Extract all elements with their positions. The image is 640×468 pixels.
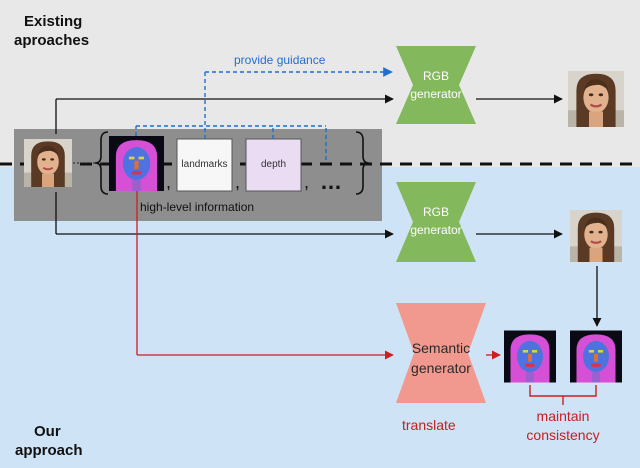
converted-semantic-map [570, 330, 622, 383]
maintain-label: maintain [536, 408, 590, 424]
ours-title-line2: approach [15, 442, 83, 459]
rgb-mid-label-line1: RGB [422, 205, 449, 219]
existing-title-line1: Existing [24, 13, 83, 30]
depth-box [245, 138, 302, 192]
high-level-info-label: high-level information [140, 200, 255, 214]
rgb-top-label-line2: generator [410, 87, 462, 101]
semantic-map-image [109, 136, 164, 191]
existing-title-line2: aproaches [14, 32, 90, 49]
semantic-output-map [504, 330, 556, 383]
input-face-image [24, 137, 72, 189]
rgb-generator-mid [396, 182, 476, 262]
rgb-top-label-line1: RGB [422, 69, 449, 83]
depth-label: depth [260, 159, 287, 170]
ours-title-line1: Our [34, 423, 61, 440]
translate-label: translate [402, 417, 456, 433]
output-face-mid [570, 208, 622, 264]
semantic-label-line2: generator [411, 360, 471, 376]
left-brace [94, 131, 109, 195]
comma-1: , [166, 172, 172, 192]
semantic-label-line1: Semantic [411, 340, 471, 356]
rgb-generator-top [396, 46, 476, 124]
rgb-mid-label-line2: generator [410, 223, 462, 237]
right-brace [355, 131, 370, 195]
consistency-label: consistency [526, 427, 600, 443]
ellipsis: … [320, 169, 342, 194]
landmarks-label: landmarks [181, 159, 228, 170]
provide-guidance-label: provide guidance [234, 53, 326, 67]
comma-2: , [235, 172, 241, 192]
semantic-generator [396, 303, 486, 403]
comma-3: , [304, 172, 310, 192]
output-face-top [568, 70, 624, 128]
landmarks-box [176, 138, 233, 192]
